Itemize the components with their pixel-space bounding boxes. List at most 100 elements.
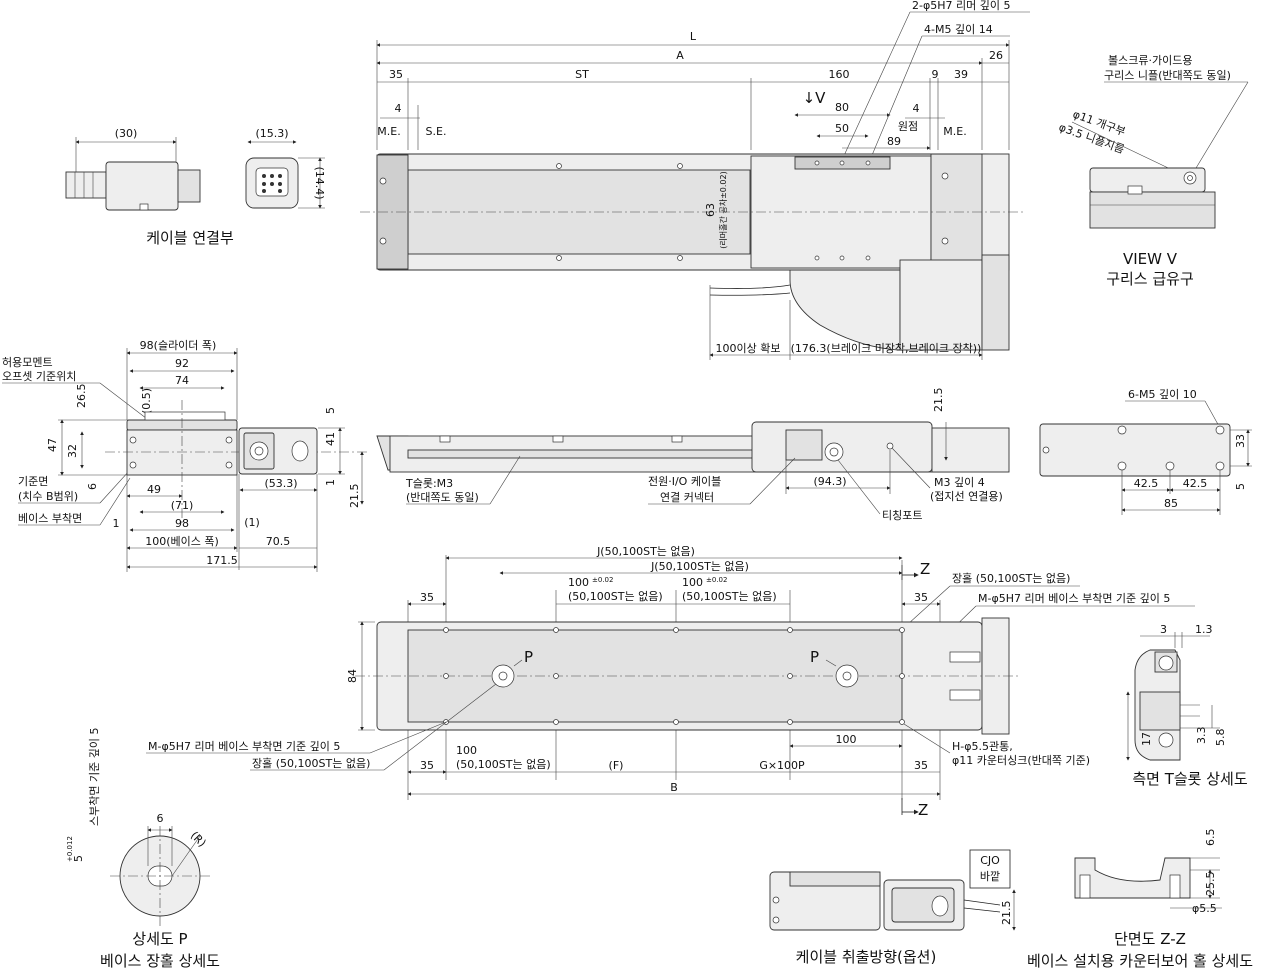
dim-42-5-a: 42.5 [1134, 477, 1159, 490]
dim-6: 6 [86, 483, 99, 490]
dim-1-left: 1 [113, 517, 120, 530]
dim-phi-5-5: φ5.5 [1192, 902, 1217, 915]
label-m3-2: (접지선 연결용) [930, 490, 1003, 503]
dim-r-p: (R) [188, 829, 209, 850]
label-cjo: CJO [980, 854, 1000, 867]
label-nipple: 볼스크류·가이드용 [1108, 54, 1192, 67]
dim-53-3: (53.3) [264, 477, 297, 490]
dim-35-cl: 35 [420, 759, 434, 772]
dim-1-paren: (1) [244, 516, 260, 529]
label-dowel: 2-φ5H7 리머 깊이 5 [912, 0, 1010, 12]
cable-connection-view: (30) (15.3) (14.4) 케이블 연결부 [65, 127, 326, 247]
dim-brake-length: (176.3(브레이크 미장착,브레이크 장착)) [791, 342, 982, 355]
top-view: L A 26 35 ST 160 9 39 4 M.E. S.E. 4 M.E.… [360, 0, 1030, 360]
label-z-top: Z [920, 560, 930, 578]
label-z-bottom: Z [918, 801, 928, 819]
dim-14-4: (14.4) [313, 166, 326, 199]
dim-100-d: 100 [456, 744, 477, 757]
front-view: 98(슬라이더 폭) 92 74 허용모멘트 오프셋 기준위치 26.5 (0.… [2, 339, 370, 572]
label-me-left: M.E. [377, 125, 400, 138]
dim-3-3-slot: 3.3 [1195, 727, 1208, 745]
dim-74: 74 [175, 374, 189, 387]
dim-100-base: 100(베이스 폭) [145, 535, 219, 548]
dim-j2: J(50,100ST는 없음) [650, 560, 749, 573]
dim-4-left: 4 [395, 102, 402, 115]
label-ref-2: (치수 B범위) [18, 490, 78, 503]
dim-71: (71) [171, 499, 194, 512]
label-slot: 장홀 (50,100ST는 없음) [952, 572, 1070, 585]
dim-160: 160 [829, 68, 850, 81]
label-tslot: T슬롯:M3 [405, 477, 453, 490]
tslot-detail: 3 1.3 17 3.3 5.8 측면 T슬롯 상세도 [1126, 623, 1248, 788]
dim-26-5: 26.5 [75, 384, 88, 409]
label-nipple-2: 구리스 니플(반대쪽도 동일) [1104, 68, 1231, 82]
dim-slider-width: 98(슬라이더 폭) [140, 339, 217, 352]
caption-section-zz-2: 베이스 설치용 카운터보어 홀 상세도 [1027, 952, 1253, 970]
dim-A: A [676, 49, 684, 62]
dim-4-right: 4 [913, 102, 920, 115]
dim-L: L [690, 30, 697, 43]
dim-47: 47 [46, 438, 59, 452]
dim-6-p: 6 [157, 812, 164, 825]
label-connector-2: 연결 커넥터 [660, 491, 714, 504]
dim-84: 84 [346, 669, 359, 683]
dim-41: 41 [324, 432, 337, 446]
label-h-2: φ11 카운터싱크(반대쪽 기준) [952, 754, 1090, 767]
detail-p-depth: 5 [72, 855, 85, 862]
dim-1-right: 1 [324, 479, 337, 486]
label-63-sub: (리머홀간 공차±0.02) [718, 171, 728, 248]
dim-39: 39 [954, 68, 968, 81]
detail-p-vertical-label: 스부착면 기준 깊이 5 [88, 728, 101, 826]
dim-70-5: 70.5 [266, 535, 291, 548]
label-h: H-φ5.5관통, [952, 740, 1013, 753]
dim-21-5-cable: 21.5 [1000, 901, 1013, 926]
dim-171-5: 171.5 [206, 554, 238, 567]
dim-100-b: 100 [682, 576, 703, 589]
cable-direction-view: CJO 바깥 21.5 케이블 취출방향(옵션) [769, 849, 1016, 966]
label-connector: 전원·I/O 케이블 [648, 475, 721, 488]
dim-f: (F) [609, 759, 624, 772]
dim-35-bl: 35 [420, 591, 434, 604]
label-tslot-2: (반대쪽도 동일) [406, 490, 479, 504]
dim-21-5: 21.5 [348, 484, 361, 509]
dim-85-end: 85 [1164, 497, 1178, 510]
dim-32: 32 [66, 444, 79, 458]
dim-15-3: (15.3) [255, 127, 288, 140]
label-cjo-2: 바깥 [980, 870, 1000, 883]
view-v: 볼스크류·가이드용 구리스 니플(반대쪽도 동일) φ11 개구부 φ3.5 니… [1057, 54, 1249, 288]
dim-98: 98 [175, 517, 189, 530]
dim-50: 50 [835, 122, 849, 135]
dim-5-end: 5 [1234, 483, 1247, 490]
caption-view-v-1: VIEW V [1123, 250, 1178, 268]
label-ream: M-φ5H7 리머 베이스 부착면 기준 깊이 5 [978, 592, 1170, 605]
dim-100-a: 100 [568, 576, 589, 589]
label-slot-2: 장홀 (50,100ST는 없음) [252, 757, 370, 770]
dim-3-slot: 3 [1160, 623, 1167, 636]
dim-30: (30) [115, 127, 138, 140]
label-se: S.E. [426, 125, 447, 138]
dim-49: 49 [147, 483, 161, 496]
caption-detail-p-1: 상세도 P [132, 930, 187, 948]
arrow-v: ↓V [803, 89, 827, 107]
detail-p: 스부착면 기준 깊이 5 5 +0.012 6 (R) 상세도 P 베이스 장홀… [66, 728, 220, 970]
label-tap: 4-M5 깊이 14 [924, 23, 993, 36]
dim-25-5-zz: 25.5 [1204, 872, 1217, 897]
dim-b: B [670, 781, 678, 794]
label-p-right: P [810, 648, 819, 666]
dim-89: 89 [887, 135, 901, 148]
caption-section-zz-1: 단면도 Z-Z [1114, 930, 1186, 948]
dim-100-c: 100 [836, 733, 857, 746]
caption-view-v-2: 구리스 급유구 [1106, 270, 1194, 288]
dim-33-end: 33 [1234, 434, 1247, 448]
label-ref-1: 기준면 [18, 475, 48, 488]
caption-cable: 케이블 연결부 [146, 229, 234, 247]
dim-80: 80 [835, 101, 849, 114]
label-p-left: P [524, 648, 533, 666]
dim-1-3-slot: 1.3 [1195, 623, 1213, 636]
dim-21-5-side: 21.5 [932, 388, 945, 413]
dim-j1: J(50,100ST는 없음) [596, 545, 695, 558]
caption-tslot: 측면 T슬롯 상세도 [1132, 770, 1247, 788]
dim-100-b-sub: (50,100ST는 없음) [682, 590, 777, 603]
dim-6-5-zz: 6.5 [1204, 829, 1217, 847]
